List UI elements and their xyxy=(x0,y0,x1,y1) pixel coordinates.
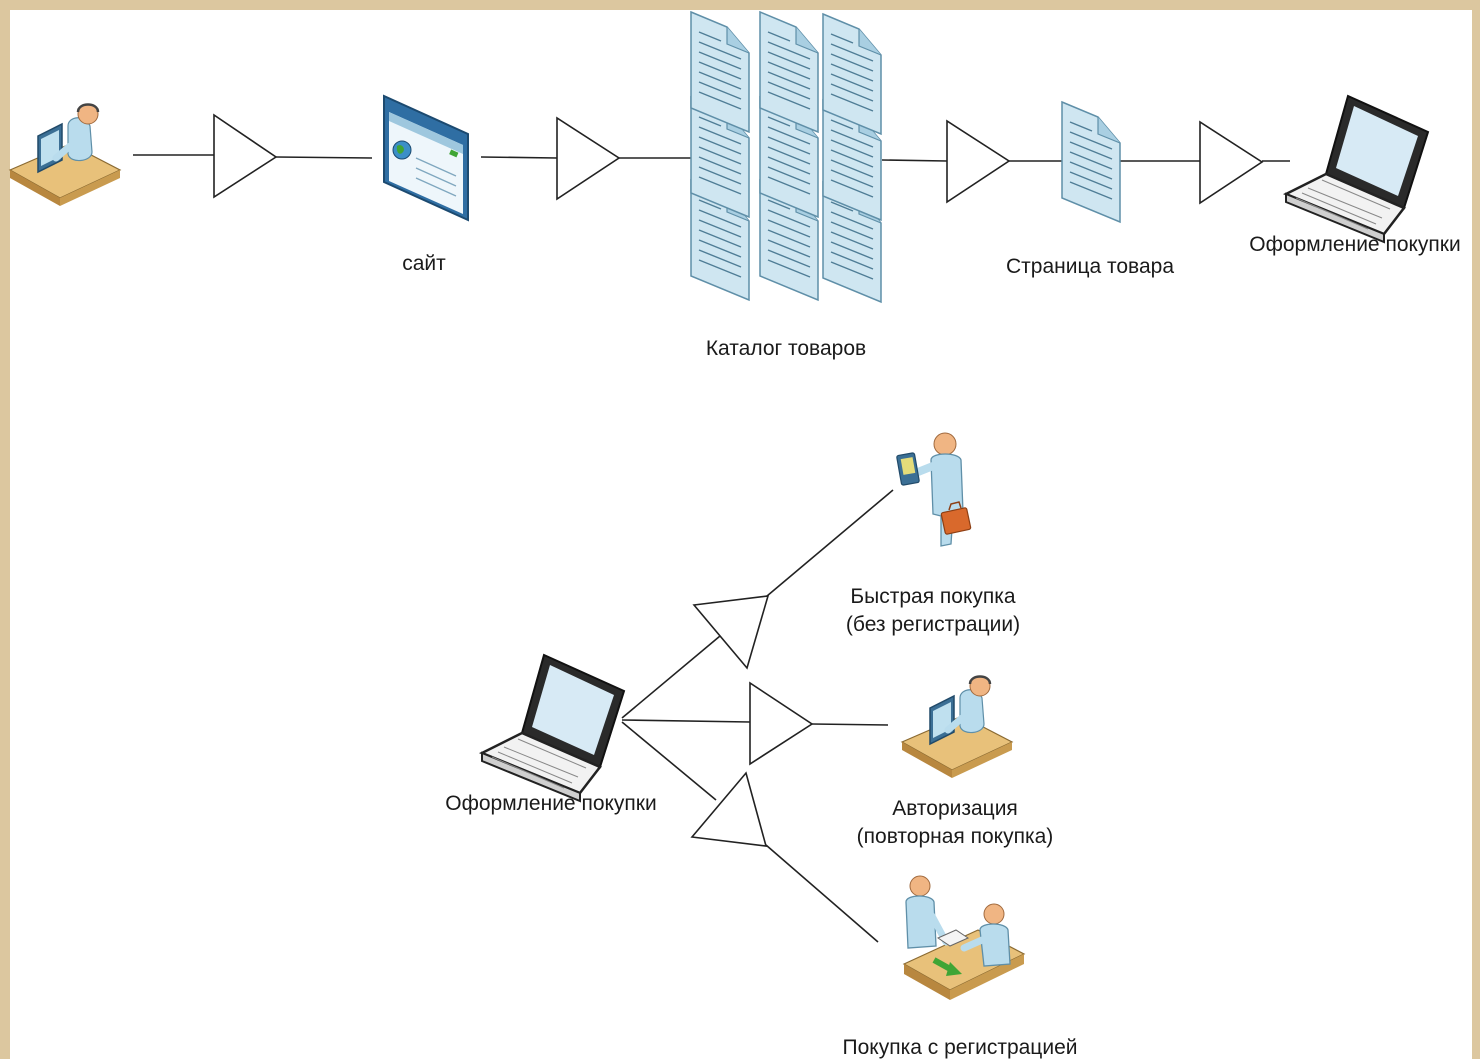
quick-purchase-label-line1: Быстрая покупка xyxy=(850,585,1016,608)
user-at-computer-icon xyxy=(10,104,120,206)
authorization-label-line2: (повторная покупка) xyxy=(857,825,1054,848)
user-at-computer-icon xyxy=(902,676,1012,778)
document-icon xyxy=(1061,101,1121,223)
arrow-triangle-3 xyxy=(946,119,1011,204)
laptop-icon xyxy=(480,653,626,803)
web-browser-icon xyxy=(383,94,469,222)
bottom-arrows xyxy=(690,595,814,847)
laptop-icon xyxy=(1284,94,1430,244)
product-page-label: Страница товара xyxy=(1006,255,1174,278)
top-flow: сайт Каталог товаров Страница товара Офо… xyxy=(10,11,1461,360)
document-stack-icon xyxy=(690,11,882,303)
site-label: сайт xyxy=(402,252,446,275)
authorization-label-line1: Авторизация xyxy=(892,797,1018,820)
top-connectors xyxy=(133,154,1290,162)
arrow-triangle-register xyxy=(690,771,768,847)
arrow-triangle-quick xyxy=(692,595,770,670)
bottom-connectors xyxy=(621,489,894,943)
two-users-exchange-icon xyxy=(902,875,1026,1000)
bottom-flow: Оформление покупки Быстрая покупка (без … xyxy=(445,432,1078,1059)
top-arrows xyxy=(213,113,1264,205)
mobile-user-with-briefcase-icon xyxy=(896,432,972,547)
registration-purchase-label: Покупка с регистрацией xyxy=(843,1036,1078,1059)
arrow-triangle-2 xyxy=(556,116,621,201)
checkout-top-label: Оформление покупки xyxy=(1249,233,1460,256)
catalog-label: Каталог товаров xyxy=(706,337,866,360)
arrow-triangle-4 xyxy=(1199,120,1264,205)
arrow-triangle-auth xyxy=(749,681,814,766)
quick-purchase-label-line2: (без регистрации) xyxy=(846,613,1020,636)
arrow-triangle-1 xyxy=(213,113,278,199)
checkout-bottom-label: Оформление покупки xyxy=(445,792,656,815)
